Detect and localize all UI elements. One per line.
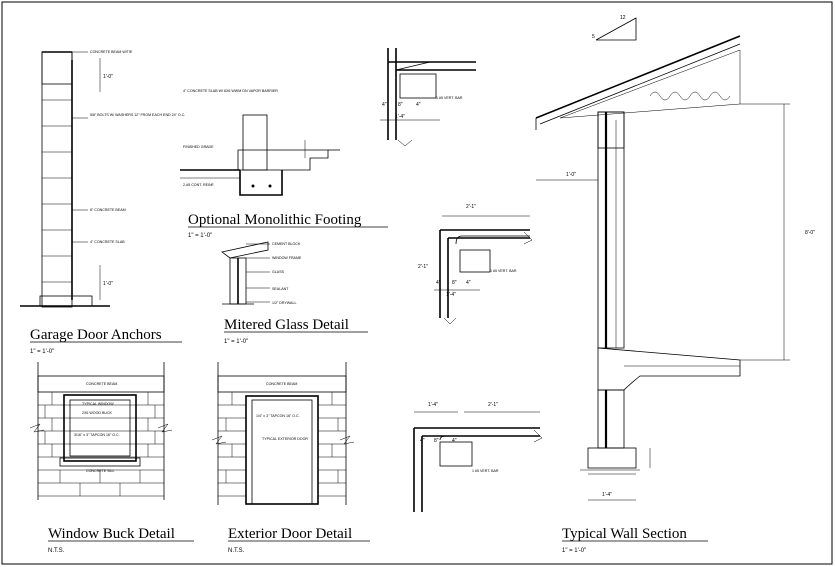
scale-door: N.T.S.	[228, 548, 245, 554]
typical-wall-section	[535, 17, 790, 501]
title-garage-door-anchors: Garage Door Anchors	[30, 327, 162, 343]
garage-note-top: CONCRETE BEAM W/TIE	[90, 50, 133, 54]
dim-1-4-bottom: 1'-4"	[428, 402, 438, 408]
scale-wall: 1" = 1'-0"	[562, 548, 586, 554]
exterior-door-detail	[211, 362, 355, 505]
footing-note-left: FINISHED GRADE	[183, 145, 214, 149]
dim-2-1-middle: 2'-1"	[466, 204, 476, 210]
garage-note-mid: 5/8" BOLTS W/ WASHERS 12" FROM EACH END …	[90, 113, 185, 117]
title-optional-monolithic-footing: Optional Monolithic Footing	[188, 212, 362, 228]
mitered-note-3: GLASS	[272, 270, 285, 274]
window-note-1: TYPICAL WINDOW	[82, 402, 114, 406]
dim-2-1-bottom: 2'-1"	[488, 402, 498, 408]
dim-1-4-top: 1'-4"	[395, 114, 405, 120]
corner-note-top: 1 #5 VERT. BAR	[436, 96, 463, 100]
dim-4-middle-a: 4"	[436, 280, 441, 286]
scale-monolithic: 1" = 1'-0"	[188, 233, 212, 239]
garage-dim-bot: 1'-0"	[103, 281, 113, 287]
title-mitered-glass-detail: Mitered Glass Detail	[224, 317, 349, 333]
wall-roof-run: 12	[620, 15, 626, 21]
mitered-note-5: 1/2" DRYWALL	[272, 301, 296, 305]
door-note-top: CONCRETE BEAM	[266, 382, 297, 386]
dim-1-4-middle: 1'-4"	[446, 292, 456, 298]
title-exterior-door-detail: Exterior Door Detail	[228, 526, 352, 542]
window-buck-detail	[29, 362, 173, 500]
dim-4-bottom-b: 4"	[452, 438, 457, 444]
wall-height-dim: 8'-0"	[805, 230, 815, 236]
wall-roof-rise: 5	[592, 34, 595, 40]
title-window-buck-detail: Window Buck Detail	[48, 526, 175, 542]
corner-detail-top	[380, 48, 476, 147]
footing-note-bot: 2-#5 CONT. REINF.	[183, 183, 215, 187]
window-note-3: 3/16" x 3" TAPCON 16" O.C.	[74, 433, 120, 437]
mitered-glass-detail	[221, 241, 270, 305]
dim-2-1-middle-vert: 2'-1"	[418, 264, 428, 270]
wall-overhang-dim: 1'-0"	[566, 172, 576, 178]
footing-note-top: 4" CONCRETE SLAB W/ 6X6 WWM ON VAPOR BAR…	[183, 89, 278, 93]
dim-9-bottom: 8"	[434, 438, 439, 444]
dim-8-middle: 8"	[452, 280, 457, 286]
window-note-top: CONCRETE BEAM	[86, 382, 117, 386]
door-note-2: TYPICAL EXTERIOR DOOR	[262, 437, 308, 441]
door-note-1: 1/4" x 3" TAPCON 16" O.C.	[256, 414, 300, 418]
mitered-note-1: CEMENT BLOCK	[272, 242, 301, 246]
mitered-note-4: SEALANT	[272, 287, 289, 291]
wall-footing-dim: 1'-4"	[602, 492, 612, 498]
title-typical-wall-section: Typical Wall Section	[562, 526, 687, 542]
corner-note-bottom: 1 #5 VERT. BAR	[472, 469, 499, 473]
mitered-note-2: WINDOW FRAME	[272, 256, 302, 260]
window-note-sill: CONCRETE SILL	[86, 469, 115, 473]
dim-4-top-b: 4"	[416, 102, 421, 108]
dim-8-top: 8"	[398, 102, 403, 108]
scale-window: N.T.S.	[48, 548, 65, 554]
corner-detail-bottom	[413, 411, 543, 512]
dim-4-bottom-a: 4"	[420, 438, 425, 444]
corner-detail-middle	[434, 215, 533, 325]
dim-4-middle-b: 4"	[466, 280, 471, 286]
garage-note-beam: 8" CONCRETE BEAM	[90, 208, 126, 212]
window-note-2: 2X6 WOOD BUCK	[82, 411, 113, 415]
garage-door-anchors-detail	[20, 51, 110, 308]
monolithic-footing-detail	[180, 114, 340, 196]
garage-note-slab: 4" CONCRETE SLAB	[90, 240, 125, 244]
garage-dim-top: 1'-0"	[103, 74, 113, 80]
scale-mitered: 1" = 1'-0"	[224, 339, 248, 345]
scale-garage: 1" = 1'-0"	[30, 349, 54, 355]
dim-4-top-a: 4"	[382, 102, 387, 108]
corner-note-middle: 1 #5 VERT. BAR	[490, 269, 517, 273]
